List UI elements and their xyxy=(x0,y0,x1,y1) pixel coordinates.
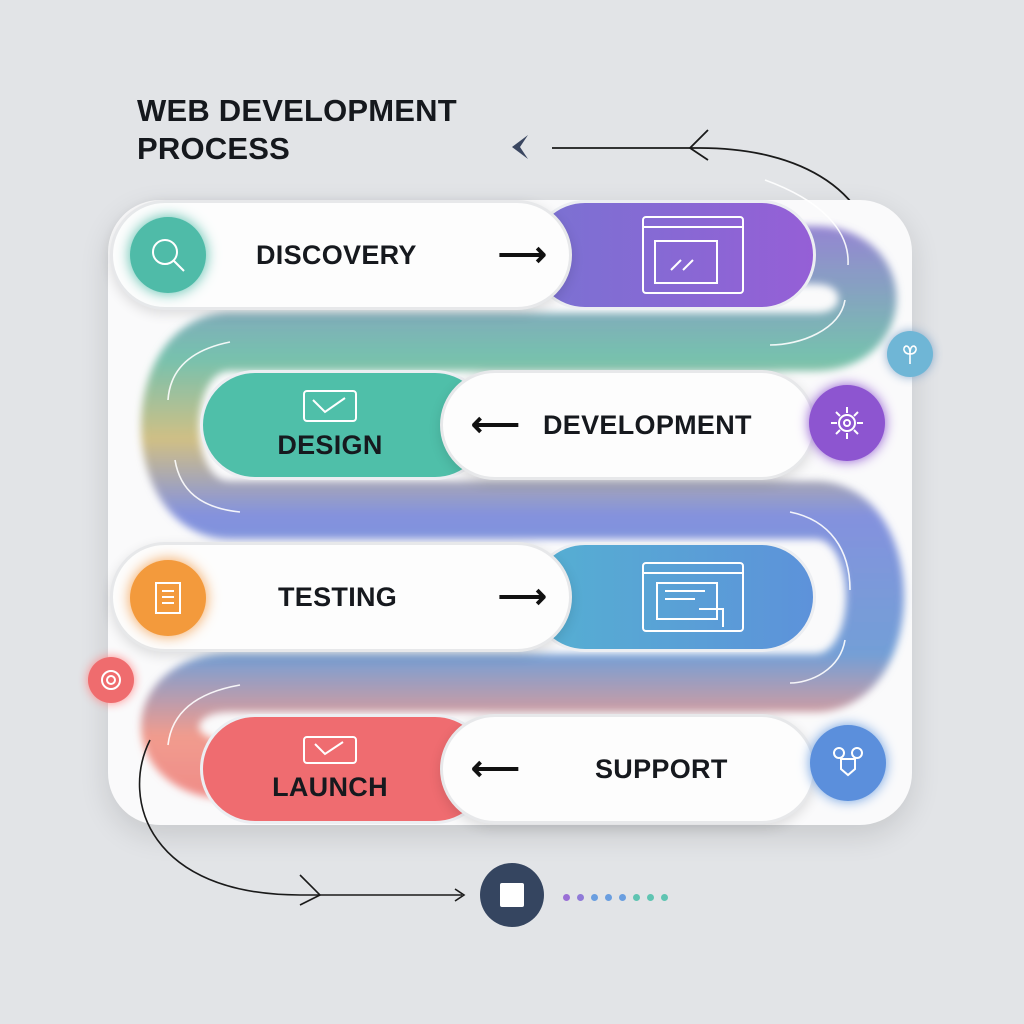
step-label: DISCOVERY xyxy=(256,239,417,270)
support-icon xyxy=(810,725,886,801)
document-icon xyxy=(130,560,206,636)
arrow-left-icon: ⟵ xyxy=(471,406,520,444)
progress-dot xyxy=(661,894,668,901)
back-arrow-icon xyxy=(512,135,528,159)
progress-dot xyxy=(563,894,570,901)
image-check-icon xyxy=(303,735,357,764)
plant-icon xyxy=(887,331,933,377)
title-line-1: WEB DEVELOPMENT xyxy=(137,93,457,128)
browser-window-icon xyxy=(642,216,744,294)
progress-dot xyxy=(619,894,626,901)
step-label: LAUNCH xyxy=(272,771,388,802)
arrow-right-icon: ⟶ xyxy=(498,578,547,616)
step-label: SUPPORT xyxy=(595,753,728,784)
step-label: DEVELOPMENT xyxy=(543,409,752,440)
step-development[interactable]: ⟵ DEVELOPMENT xyxy=(440,370,816,480)
progress-dot xyxy=(647,894,654,901)
step-label: TESTING xyxy=(278,581,398,612)
launch-color-block: LAUNCH xyxy=(200,714,490,824)
step-label: DESIGN xyxy=(277,429,383,460)
at-sign-icon xyxy=(88,657,134,703)
arrow-left-icon: ⟵ xyxy=(471,750,520,788)
magnifier-face-icon xyxy=(130,217,206,293)
arrow-right-icon: ⟶ xyxy=(498,236,547,274)
stop-button[interactable] xyxy=(480,863,544,927)
discovery-color-block xyxy=(530,200,816,310)
gear-icon xyxy=(809,385,885,461)
title-line-2: PROCESS xyxy=(137,131,290,166)
progress-dot xyxy=(591,894,598,901)
image-check-icon xyxy=(303,389,357,422)
square-icon xyxy=(500,883,524,907)
page-title: WEB DEVELOPMENT PROCESS xyxy=(137,92,457,168)
browser-window-icon xyxy=(642,562,744,632)
step-support[interactable]: ⟵ SUPPORT xyxy=(440,714,816,824)
progress-dot xyxy=(633,894,640,901)
progress-dot xyxy=(577,894,584,901)
progress-dot xyxy=(605,894,612,901)
